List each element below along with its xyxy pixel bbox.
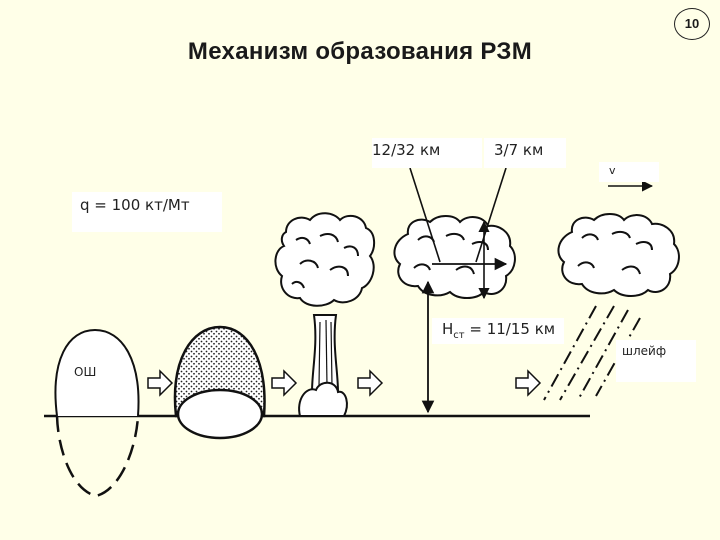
fireball-icon (173, 325, 266, 440)
arrow-right-icon (271, 369, 298, 397)
slide-title: Механизм образования РЗМ (187, 38, 533, 65)
arrow-right-icon (357, 369, 384, 397)
fallout-plume (543, 305, 641, 401)
page-number-badge: 10 (674, 8, 710, 40)
cloud-distance-label: 12/32 км (372, 138, 482, 168)
arrow-right-icon (147, 369, 174, 397)
wind-label: v (599, 162, 659, 182)
height-symbol: H (442, 320, 454, 338)
stabilized-cloud-icon (393, 215, 516, 299)
shock-wave-label: ОШ (74, 365, 97, 379)
radioactive-cloud-icon (557, 213, 680, 297)
cloud-thickness-label: 3/7 км (484, 138, 566, 168)
height-value: = 11/15 км (464, 320, 556, 338)
yield-label: q = 100 кт/Мт (72, 192, 222, 232)
cloud-distance-line (409, 167, 441, 263)
shock-wave-icon (54, 328, 140, 498)
height-subscript: ст (453, 330, 465, 341)
plume-label: шлейф (616, 340, 696, 382)
arrow-right-icon (515, 369, 542, 397)
mushroom-cloud-icon (274, 212, 376, 417)
stabilization-height-label: Hст = 11/15 км (432, 318, 564, 344)
